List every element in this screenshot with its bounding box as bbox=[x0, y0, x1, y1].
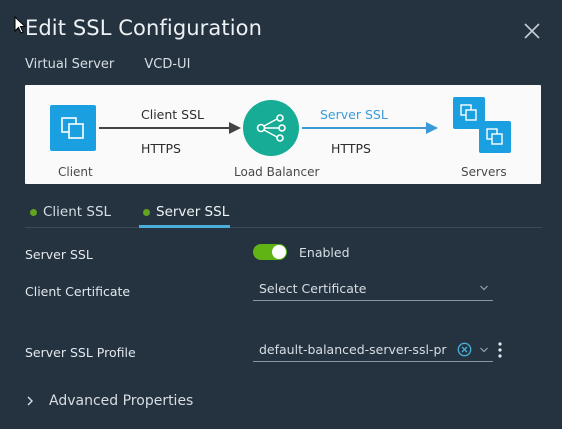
client-ssl-arrow bbox=[99, 122, 241, 134]
tab-client-ssl[interactable]: Client SSL bbox=[30, 199, 111, 228]
breadcrumb: Virtual Server VCD-UI bbox=[25, 57, 216, 72]
load-balancer-label: Load Balancer bbox=[234, 165, 320, 179]
ssl-tabs: Client SSL Server SSL bbox=[25, 199, 542, 228]
advanced-properties-toggle[interactable]: Advanced Properties bbox=[25, 393, 193, 409]
breadcrumb-virtual-server: Virtual Server bbox=[25, 57, 115, 72]
client-icon bbox=[50, 105, 96, 151]
server-ssl-profile-select[interactable]: default-balanced-server-ssl-pr bbox=[253, 340, 493, 362]
server-ssl-diagram-label: Server SSL bbox=[320, 107, 388, 122]
client-certificate-label: Client Certificate bbox=[25, 284, 131, 299]
server-ssl-label: Server SSL bbox=[25, 247, 93, 262]
status-dot-icon bbox=[143, 209, 150, 216]
close-icon[interactable] bbox=[521, 20, 543, 42]
servers-icon bbox=[453, 97, 511, 153]
server-ssl-toggle-text: Enabled bbox=[299, 245, 350, 260]
tab-client-ssl-label: Client SSL bbox=[43, 204, 112, 220]
advanced-properties-label: Advanced Properties bbox=[49, 393, 194, 409]
dialog-title: Edit SSL Configuration bbox=[25, 16, 262, 40]
server-ssl-profile-label: Server SSL Profile bbox=[25, 345, 136, 360]
clear-icon[interactable] bbox=[457, 342, 472, 357]
server-ssl-arrow bbox=[302, 122, 438, 134]
client-certificate-value: Select Certificate bbox=[259, 281, 367, 296]
status-dot-icon bbox=[30, 209, 37, 216]
servers-label: Servers bbox=[461, 165, 507, 179]
ssl-flow-diagram: Client Client SSL HTTPS Load Balancer Se… bbox=[25, 85, 541, 184]
toggle-knob bbox=[272, 245, 286, 259]
more-options-icon[interactable] bbox=[495, 341, 505, 359]
chevron-down-icon[interactable] bbox=[479, 345, 489, 355]
client-label: Client bbox=[58, 165, 93, 179]
client-ssl-label: Client SSL bbox=[141, 107, 204, 122]
chevron-down-icon bbox=[480, 285, 488, 291]
server-ssl-toggle[interactable] bbox=[253, 244, 287, 260]
server-protocol-label: HTTPS bbox=[331, 141, 371, 156]
client-protocol-label: HTTPS bbox=[141, 141, 181, 156]
tab-server-ssl-label: Server SSL bbox=[156, 204, 230, 220]
breadcrumb-vcd-ui: VCD-UI bbox=[144, 57, 191, 72]
mouse-cursor-icon bbox=[14, 16, 26, 34]
load-balancer-icon bbox=[243, 100, 299, 156]
server-ssl-profile-value: default-balanced-server-ssl-pr bbox=[259, 342, 447, 357]
client-certificate-select[interactable]: Select Certificate bbox=[253, 279, 493, 301]
tab-server-ssl[interactable]: Server SSL bbox=[139, 199, 230, 228]
chevron-right-icon bbox=[27, 396, 33, 406]
